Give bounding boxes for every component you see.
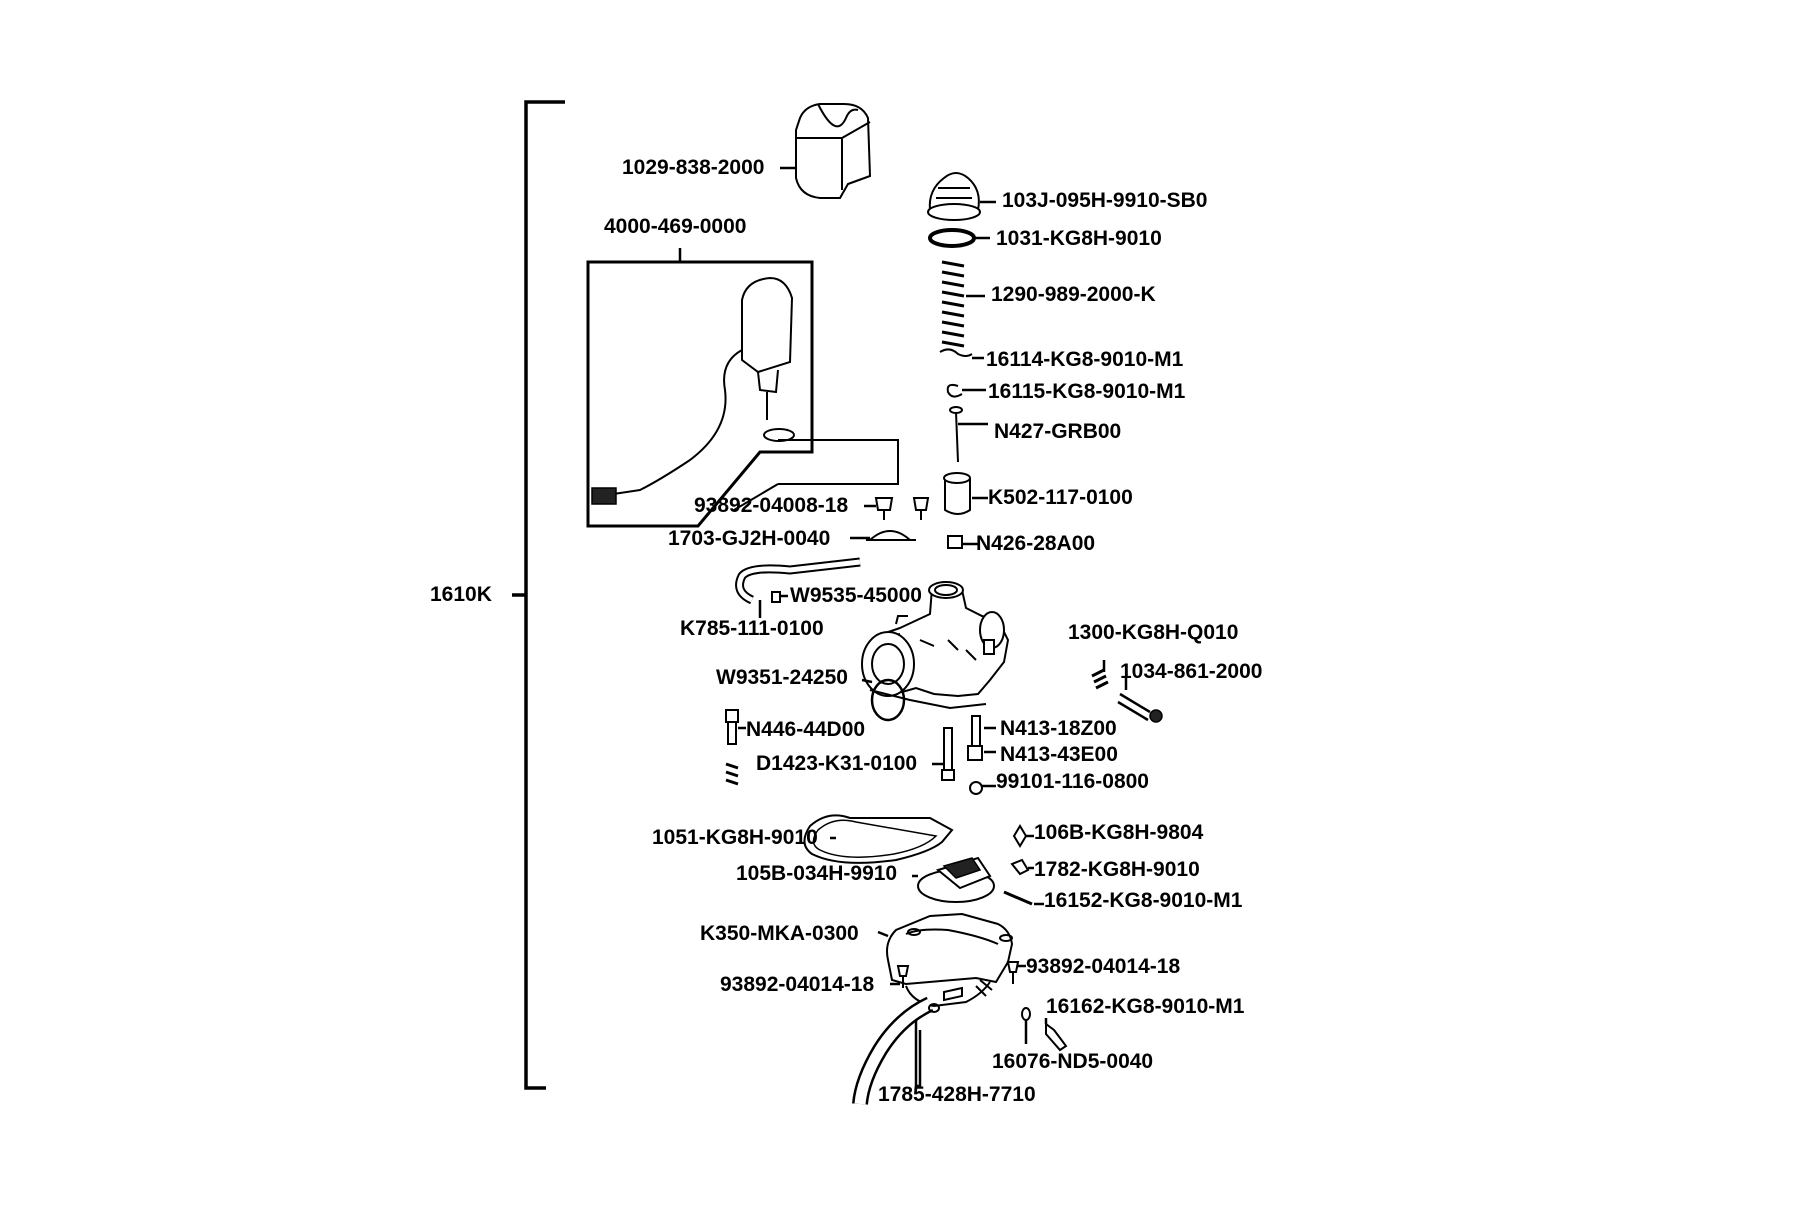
part-label-105B-034H-9910: 105B-034H-9910: [736, 862, 898, 885]
auto-choke-inset: [586, 248, 814, 528]
drain-screw-part: [1021, 1007, 1068, 1052]
assembly-label: 1610K: [430, 583, 492, 606]
part-label-1034-861-2000: 1034-861-2000: [1120, 660, 1263, 683]
part-label-16076-ND5-0040: 16076-ND5-0040: [992, 1050, 1154, 1073]
part-label-N413-18Z00: N413-18Z00: [1000, 717, 1117, 740]
spring-part: [941, 260, 985, 348]
part-label-N427-GRB00: N427-GRB00: [994, 420, 1122, 443]
choke-cover-part: [780, 103, 872, 199]
o-ring-part: [861, 678, 906, 722]
bowl-screws-part: [890, 961, 1026, 988]
jet-n446-part: [725, 709, 746, 786]
part-label-N413-43E00: N413-43E00: [1000, 743, 1118, 766]
part-label-103J-095H-9910-SB0: 103J-095H-9910-SB0: [1002, 189, 1208, 212]
top-hose-part: [735, 557, 861, 618]
part-label-K502-117-0100: K502-117-0100: [988, 486, 1133, 509]
float-bowl-part: [877, 912, 1014, 1008]
diaphragm-cap-part: [927, 172, 996, 221]
screws-part: [864, 497, 930, 520]
part-label-16162-KG8-9010-M1: 16162-KG8-9010-M1: [1046, 995, 1245, 1018]
needle-part: [949, 406, 988, 463]
drain-hose-part: [852, 996, 940, 1105]
part-label-W9351-24250: W9351-24250: [716, 666, 848, 689]
jet-n426-part: [947, 535, 978, 549]
part-label-106B-KG8H-9804: 106B-KG8H-9804: [1034, 821, 1204, 844]
ring-part: [928, 228, 990, 248]
part-label-1785-428H-7710: 1785-428H-7710: [878, 1083, 1036, 1106]
part-label-1029-838-2000: 1029-838-2000: [622, 156, 765, 179]
clip-16115-part: [946, 383, 986, 398]
part-label-K785-111-0100: K785-111-0100: [680, 617, 824, 640]
part-label-93892-04014-18-right: 93892-04014-18: [1026, 955, 1181, 978]
part-label-1290-989-2000-K: 1290-989-2000-K: [991, 283, 1156, 306]
part-label-1051-KG8H-9010: 1051-KG8H-9010: [652, 826, 818, 849]
part-label-N426-28A00: N426-28A00: [976, 532, 1096, 555]
part-label-1703-GJ2H-0040: 1703-GJ2H-0040: [668, 527, 831, 550]
gasket-part: [803, 814, 954, 864]
part-label-16114-KG8-9010-M1: 16114-KG8-9010-M1: [986, 348, 1184, 371]
slide-part: [943, 472, 988, 515]
float-valve-part: [1003, 824, 1044, 906]
bracket-part: [850, 530, 916, 541]
assembly-bracket: [512, 100, 565, 1090]
part-label-93892-04008-18: 93892-04008-18: [694, 494, 849, 517]
part-label-W9535-45000: W9535-45000: [790, 584, 922, 607]
part-label-K350-MKA-0300: K350-MKA-0300: [700, 922, 859, 945]
float-part: [912, 856, 995, 903]
part-label-4000-469-0000: 4000-469-0000: [604, 215, 747, 238]
part-label-99101-116-0800: 99101-116-0800: [996, 770, 1149, 793]
carburetor-body-part: [861, 581, 1010, 710]
part-label-16115-KG8-9010-M1: 16115-KG8-9010-M1: [988, 380, 1186, 403]
part-label-1300-KG8H-Q010: 1300-KG8H-Q010: [1068, 621, 1239, 644]
part-label-1031-KG8H-9010: 1031-KG8H-9010: [996, 227, 1162, 250]
clip-16114-part: [939, 348, 984, 360]
idle-screw-part: [1091, 660, 1163, 723]
part-label-D1423-K31-0100: D1423-K31-0100: [756, 752, 918, 775]
part-label-93892-04014-18-left: 93892-04014-18: [720, 973, 875, 996]
part-label-N446-44D00: N446-44D00: [746, 718, 866, 741]
part-label-1782-KG8H-9010: 1782-KG8H-9010: [1034, 858, 1200, 881]
part-label-16152-KG8-9010-M1: 16152-KG8-9010-M1: [1044, 889, 1243, 912]
jets-n413-part: [932, 715, 996, 795]
